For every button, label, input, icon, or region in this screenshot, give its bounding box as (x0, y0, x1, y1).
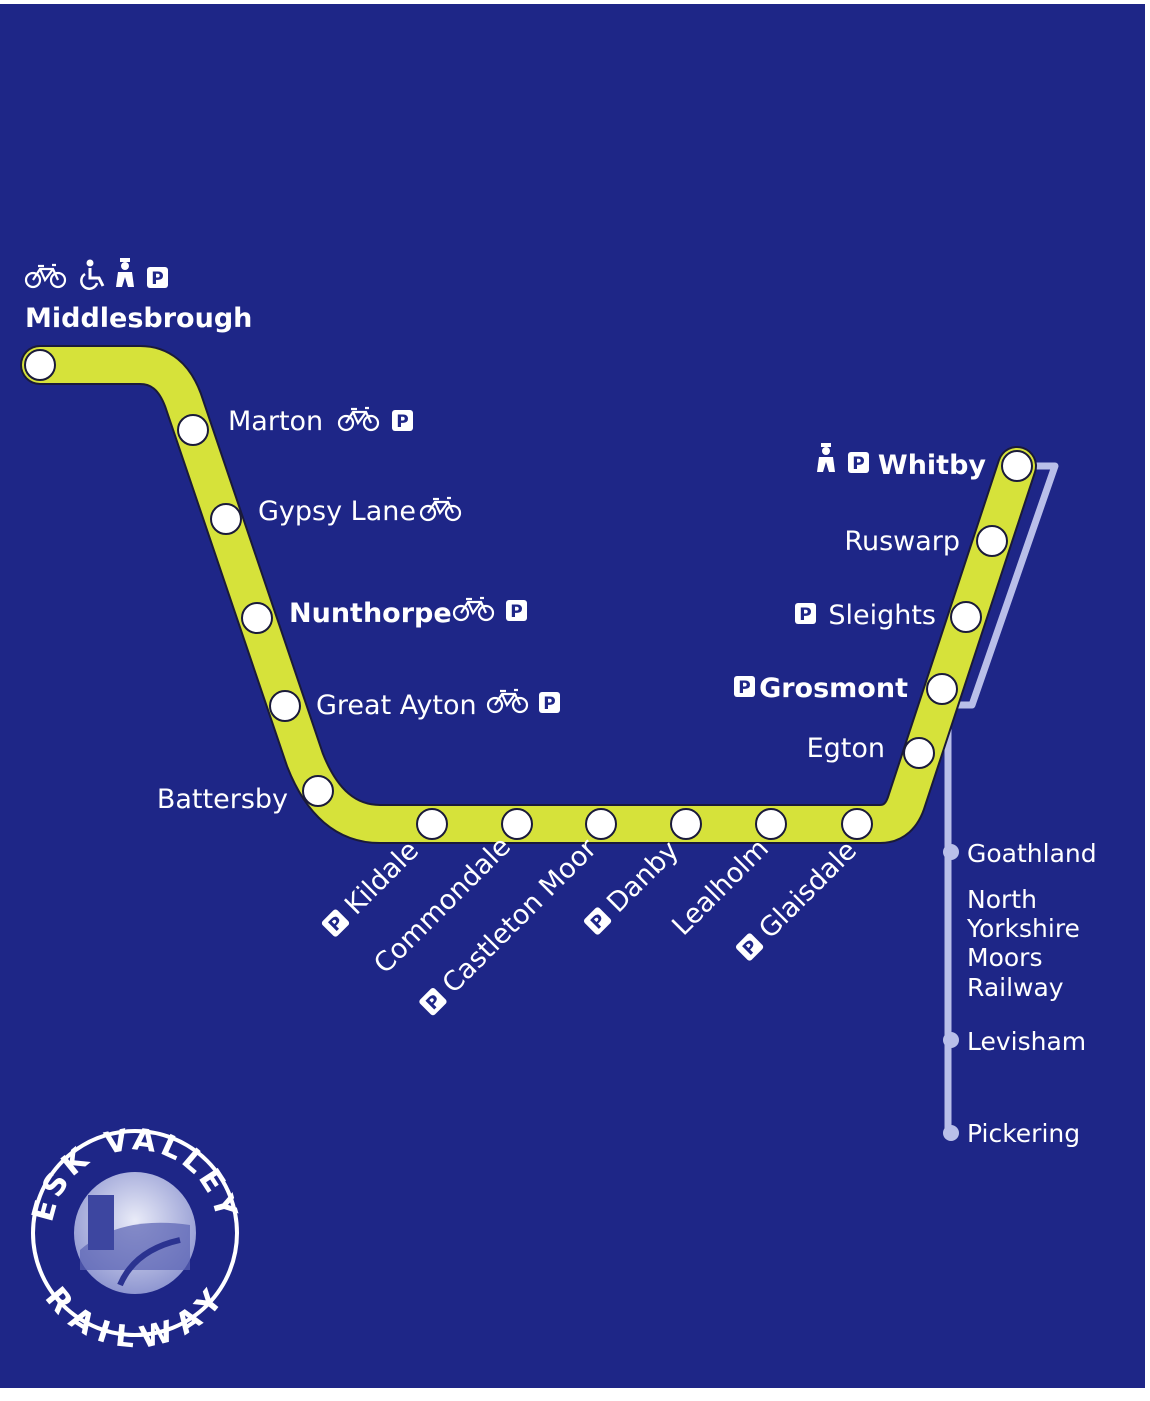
nymr-station-goathland[interactable]: Goathland (967, 839, 1097, 868)
staff-icon (116, 258, 134, 287)
parking-icon: P (583, 907, 612, 935)
parking-icon: P (735, 933, 764, 961)
parking-icon: P (795, 603, 816, 625)
station-label-whitby[interactable]: Whitby (878, 450, 986, 481)
station-marker-danby[interactable] (670, 808, 702, 840)
station-label-middlesbrough[interactable]: Middlesbrough (25, 303, 252, 334)
station-marker-middlesbrough[interactable] (24, 349, 56, 381)
parking-icon: P (147, 267, 168, 289)
parking-icon: P (734, 676, 755, 698)
nymr-name-line-1: North (967, 885, 1037, 914)
station-label-nunthorpe[interactable]: Nunthorpe (289, 598, 452, 629)
station-label-gypsy-lane[interactable]: Gypsy Lane (258, 496, 416, 527)
svg-text:P: P (738, 678, 750, 698)
station-label-battersby[interactable]: Battersby (157, 784, 288, 815)
svg-text:P: P (799, 605, 811, 625)
parking-icon: P (539, 692, 560, 714)
station-marker-ruswarp[interactable] (976, 525, 1008, 557)
station-marker-nunthorpe[interactable] (241, 602, 273, 634)
station-label-egton[interactable]: Egton (807, 733, 885, 764)
nymr-name-line-4: Railway (967, 973, 1064, 1002)
parking-icon: P (321, 909, 350, 937)
svg-text:P: P (396, 412, 408, 432)
station-label-ruswarp[interactable]: Ruswarp (844, 526, 960, 557)
parking-icon: P (392, 410, 413, 432)
station-marker-lealholm[interactable] (755, 808, 787, 840)
esk-valley-line (22, 347, 1035, 842)
svg-text:P: P (852, 454, 864, 474)
station-marker-grosmont[interactable] (926, 673, 958, 705)
wheelchair-icon (80, 259, 105, 290)
nymr-station-marker-pickering[interactable] (943, 1125, 959, 1141)
bike-icon (337, 406, 380, 432)
station-marker-glaisdale[interactable] (841, 808, 873, 840)
station-marker-kildale[interactable] (416, 808, 448, 840)
nymr-name-line-2: Yorkshire (966, 914, 1080, 943)
svg-text:P: P (543, 694, 555, 714)
bike-icon (486, 688, 529, 714)
station-marker-sleights[interactable] (950, 601, 982, 633)
bike-icon (24, 263, 67, 289)
bike-icon (452, 596, 495, 622)
station-label-great-ayton[interactable]: Great Ayton (316, 690, 477, 721)
station-label-marton[interactable]: Marton (228, 406, 323, 437)
station-marker-whitby[interactable] (1001, 450, 1033, 482)
station-marker-egton[interactable] (903, 737, 935, 769)
nymr-station-marker-goathland[interactable] (943, 844, 959, 860)
station-label-grosmont[interactable]: Grosmont (759, 673, 908, 704)
parking-icon: P (848, 452, 869, 474)
abbey-icon (88, 1195, 114, 1250)
parking-icon: P (506, 600, 527, 622)
nymr-station-marker-levisham[interactable] (943, 1032, 959, 1048)
parking-icon: P (419, 988, 447, 1016)
nymr-station-levisham[interactable]: Levisham (967, 1027, 1086, 1056)
svg-text:P: P (151, 269, 163, 289)
station-label-sleights[interactable]: Sleights (828, 600, 936, 631)
station-marker-battersby[interactable] (302, 775, 334, 807)
station-marker-gypsy-lane[interactable] (210, 503, 242, 535)
nymr-station-pickering[interactable]: Pickering (967, 1119, 1080, 1148)
nymr-name-line-3: Moors (967, 943, 1042, 972)
station-marker-marton[interactable] (177, 414, 209, 446)
staff-icon (817, 443, 835, 472)
station-marker-castleton-moor[interactable] (585, 808, 617, 840)
bike-icon (419, 496, 462, 522)
station-marker-commondale[interactable] (501, 808, 533, 840)
svg-text:P: P (510, 602, 522, 622)
station-marker-great-ayton[interactable] (269, 690, 301, 722)
